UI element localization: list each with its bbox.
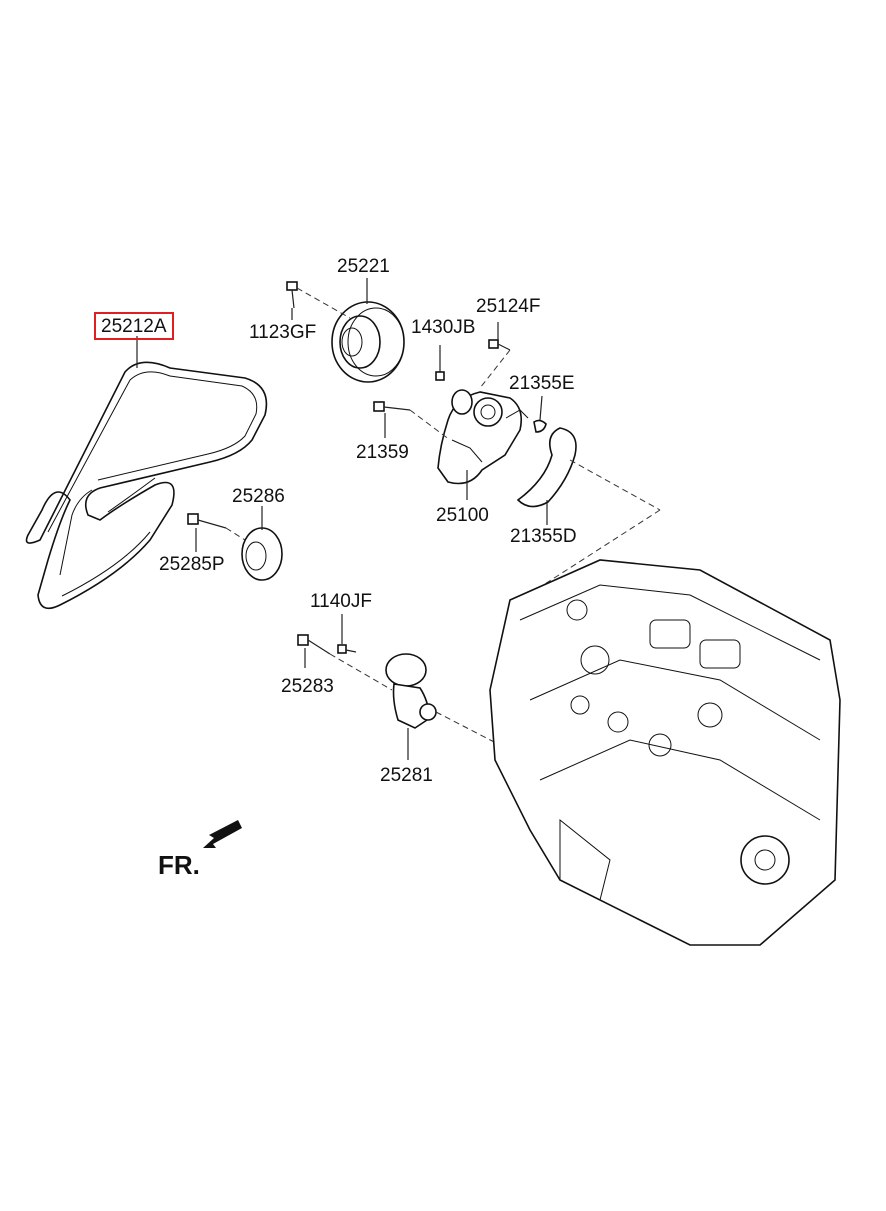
water-pump-bolt-21359[interactable] bbox=[373, 401, 411, 412]
pulley-bolt[interactable] bbox=[286, 281, 298, 309]
label-25283[interactable]: 25283 bbox=[281, 676, 334, 697]
water-pump-long-bolt[interactable] bbox=[435, 345, 445, 381]
label-21355D[interactable]: 21355D bbox=[510, 526, 577, 547]
belt-tensioner[interactable] bbox=[385, 653, 437, 729]
front-indicator: FR. bbox=[158, 850, 200, 880]
label-25285P[interactable]: 25285P bbox=[159, 554, 225, 575]
label-25221[interactable]: 25221 bbox=[337, 256, 390, 277]
tensioner-bolt[interactable] bbox=[297, 634, 331, 655]
label-21355E[interactable]: 21355E bbox=[509, 373, 575, 394]
label-1140JF[interactable]: 1140JF bbox=[310, 591, 372, 612]
front-arrow-icon bbox=[203, 820, 242, 848]
label-25100[interactable]: 25100 bbox=[436, 505, 489, 526]
tensioner-bolt-small[interactable] bbox=[337, 644, 357, 654]
label-25281[interactable]: 25281 bbox=[380, 765, 433, 786]
idler-bolt[interactable] bbox=[187, 513, 227, 529]
gasket[interactable] bbox=[516, 427, 577, 508]
idler-pulley[interactable] bbox=[241, 527, 283, 581]
engine-block bbox=[489, 559, 841, 946]
label-25286[interactable]: 25286 bbox=[232, 486, 285, 507]
water-pump-bolt[interactable] bbox=[488, 339, 511, 351]
drive-belt[interactable] bbox=[25, 361, 268, 610]
label-1123GF[interactable]: 1123GF bbox=[249, 322, 317, 343]
gasket-small[interactable] bbox=[533, 419, 547, 433]
water-pump[interactable] bbox=[437, 389, 529, 485]
pulley[interactable] bbox=[331, 301, 405, 383]
label-1430JB[interactable]: 1430JB bbox=[411, 317, 476, 338]
label-25124F[interactable]: 25124F bbox=[476, 296, 541, 317]
label-25212A[interactable]: 25212A bbox=[94, 312, 174, 340]
label-21359[interactable]: 21359 bbox=[356, 442, 409, 463]
